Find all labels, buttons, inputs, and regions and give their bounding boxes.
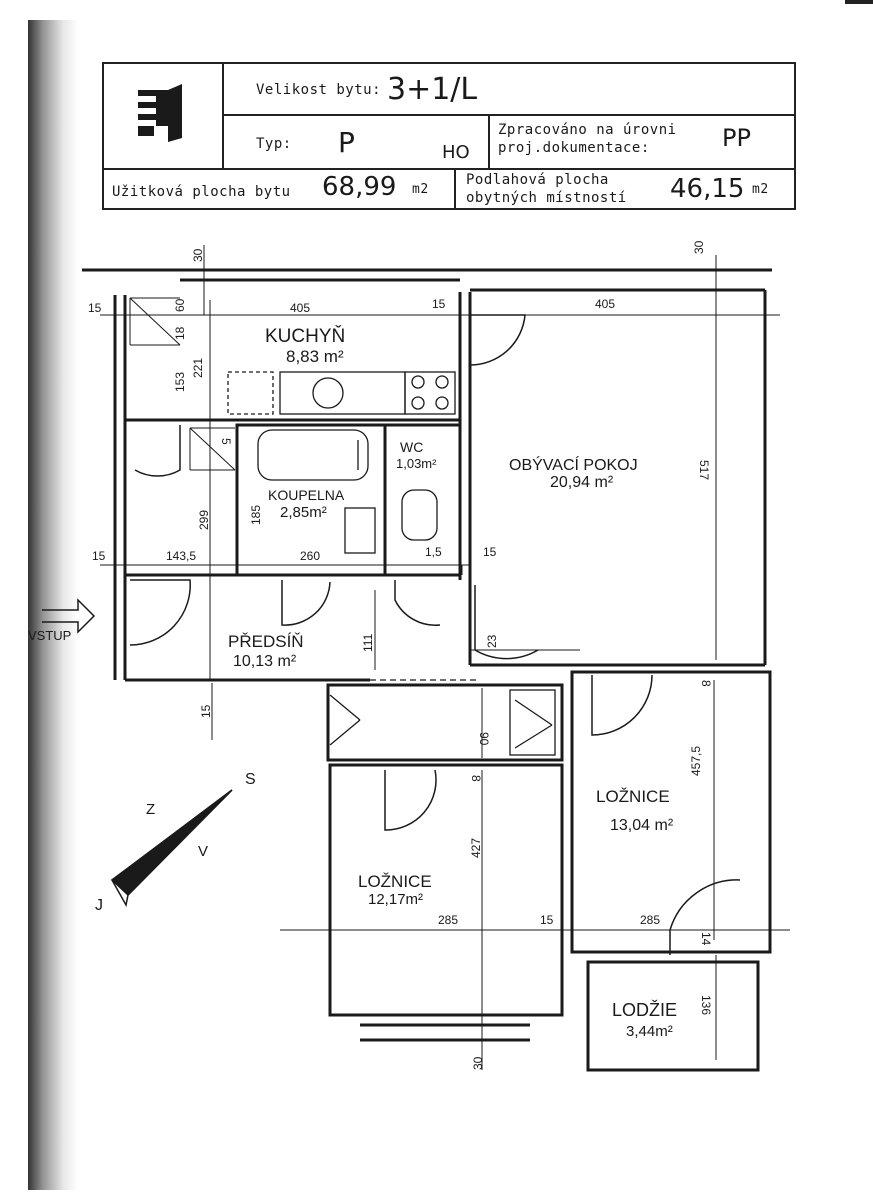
compass-north: S	[245, 771, 256, 788]
divider	[454, 168, 456, 210]
entry-arrow	[42, 598, 96, 634]
room-loznice2-area: 12,17m²	[368, 891, 423, 908]
type-suffix: HO	[442, 142, 470, 163]
room-loznice1-name: LOŽNICE	[596, 787, 670, 806]
dim-427: 427	[469, 838, 483, 858]
floor-area-unit: m2	[752, 182, 769, 197]
dim-185: 185	[249, 505, 263, 525]
dim-8-mid: 8	[469, 775, 483, 782]
dim-90: 90	[477, 732, 491, 746]
room-wc-area: 1,03m²	[396, 456, 437, 471]
usable-area-label: Užitková plocha bytu	[112, 184, 291, 200]
room-predsin-area: 10,13 m²	[233, 653, 297, 670]
dim-285-left: 285	[438, 913, 458, 927]
dim-1-5: 1,5	[425, 545, 442, 559]
dim-15-right: 15	[483, 545, 497, 559]
dim-143-5: 143,5	[166, 549, 196, 563]
outer-walls	[82, 268, 772, 1072]
divider	[104, 168, 796, 170]
entry-label: VSTUP	[28, 628, 71, 643]
processed-value: PP	[722, 124, 751, 152]
dim-14: 14	[699, 932, 713, 946]
processed-label-1: Zpracováno na úrovni	[498, 122, 677, 138]
room-lodzie-area: 3,44m²	[626, 1023, 673, 1040]
company-logo	[138, 84, 182, 142]
dim-457-5: 457,5	[689, 746, 703, 776]
room-lodzie-name: LODŽIE	[612, 1000, 677, 1020]
doors	[129, 314, 741, 955]
size-value: 3+1/L	[387, 72, 478, 107]
floor-area-label-1: Podlahová plocha	[466, 172, 609, 188]
dim-260: 260	[300, 549, 320, 563]
divider	[222, 114, 796, 116]
usable-area-unit: m2	[412, 182, 429, 197]
room-predsin-name: PŘEDSÍŇ	[228, 632, 304, 651]
compass-south: J	[95, 897, 103, 914]
divider	[488, 114, 490, 168]
dim-111: 111	[361, 633, 375, 652]
dim-18: 18	[173, 326, 187, 340]
floor-area-label-2: obytných místností	[466, 190, 627, 206]
dim-30-top-left: 30	[191, 248, 205, 262]
dim-15-left: 15	[88, 301, 102, 315]
dim-60: 60	[173, 298, 187, 312]
room-koupelna-area: 2,85m²	[280, 504, 327, 521]
compass-west: Z	[146, 801, 155, 818]
dim-517: 517	[697, 460, 711, 480]
dim-5: 5	[219, 438, 233, 445]
scan-artifact-line	[845, 0, 873, 4]
dim-153: 153	[173, 372, 187, 392]
room-kuchyn-area: 8,83 m²	[286, 347, 344, 366]
usable-area-value: 68,99	[322, 172, 397, 202]
dim-30-bottom: 30	[471, 1056, 485, 1070]
room-wc-name: WC	[400, 439, 423, 455]
compass-icon	[110, 789, 233, 908]
fixtures	[227, 371, 556, 756]
dim-15-bedroom: 15	[540, 913, 554, 927]
dim-8-right: 8	[699, 680, 713, 687]
room-loznice2-name: LOŽNICE	[358, 872, 432, 891]
room-koupelna-name: KOUPELNA	[268, 487, 345, 503]
dim-405-kitchen: 405	[290, 301, 310, 315]
room-obyvaci-name: OBÝVACÍ POKOJ	[509, 455, 638, 474]
dim-15-bottom-left: 15	[199, 704, 213, 718]
room-obyvaci-area: 20,94 m²	[550, 474, 614, 491]
dim-405-living: 405	[595, 297, 615, 311]
type-label: Typ:	[256, 136, 292, 152]
type-value: P	[338, 126, 355, 159]
dim-15-left2: 15	[92, 549, 106, 563]
size-label: Velikost bytu:	[256, 82, 382, 98]
compass-east: V	[198, 843, 208, 860]
processed-label-2: proj.dokumentace:	[498, 140, 650, 156]
divider	[222, 64, 224, 168]
room-loznice1-area: 13,04 m²	[610, 817, 674, 834]
floor-area-value: 46,15	[670, 174, 745, 204]
dim-299: 299	[197, 510, 211, 530]
dim-136: 136	[699, 995, 713, 1015]
scan-shadow-edge	[28, 20, 78, 1190]
dim-30-top-right: 30	[692, 240, 706, 254]
room-kuchyn-name: KUCHYŇ	[265, 325, 345, 347]
dim-23: 23	[485, 634, 499, 648]
apartment-info-table: Velikost bytu: 3+1/L Typ: P HO Zpracován…	[102, 62, 796, 210]
dim-221: 221	[191, 358, 205, 378]
dim-15-mid: 15	[432, 297, 446, 311]
thin-lines	[100, 245, 790, 1070]
dim-285-right: 285	[640, 913, 660, 927]
